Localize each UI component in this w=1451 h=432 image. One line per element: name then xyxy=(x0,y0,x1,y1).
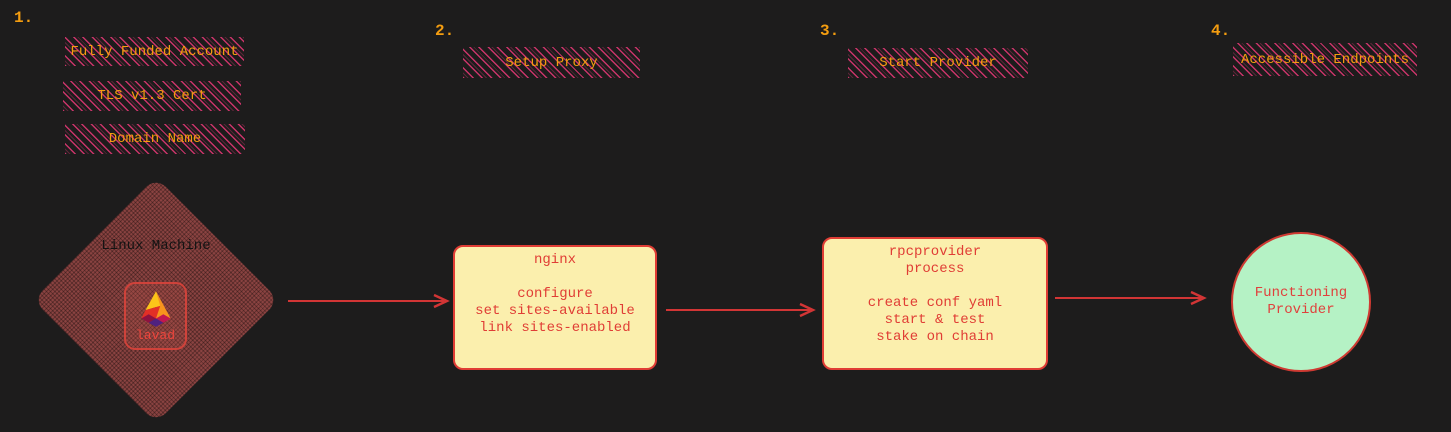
arrow-linux-to-nginx xyxy=(288,293,450,309)
lavad-label: lavad xyxy=(135,328,175,343)
step-1-number: 1. xyxy=(14,9,34,27)
nginx-node: nginx configure set sites-available link… xyxy=(453,245,657,370)
label-text: Setup Proxy xyxy=(505,54,598,71)
node-line: set sites-available xyxy=(475,303,635,319)
node-line xyxy=(824,278,1046,295)
node-line: configure xyxy=(517,286,593,302)
node-line: process xyxy=(905,261,965,277)
functioning-provider-node: Functioning Provider xyxy=(1231,232,1371,372)
label-text: Start Provider xyxy=(879,55,997,71)
label-text: TLS v1.3 Cert xyxy=(97,88,207,104)
label-domain-name: Domain Name xyxy=(65,124,245,154)
linux-machine-title: Linux Machine xyxy=(101,238,211,254)
label-setup-proxy: Setup Proxy xyxy=(463,47,640,78)
label-start-provider: Start Provider xyxy=(848,48,1028,78)
node-line: Functioning xyxy=(1254,285,1348,301)
step-3-number: 3. xyxy=(820,22,840,40)
node-line: nginx xyxy=(533,252,576,268)
lavad-logo: lavad xyxy=(124,282,187,350)
node-line: link sites-enabled xyxy=(479,320,631,336)
node-line xyxy=(455,269,655,286)
label-text: Fully Funded Account xyxy=(70,43,239,60)
node-line: rpcprovider xyxy=(888,244,982,260)
step-2-number: 2. xyxy=(435,22,455,40)
label-accessible-endpoints: Accessible Endpoints xyxy=(1233,43,1417,76)
node-line: Provider xyxy=(1267,302,1335,318)
step-4-number: 4. xyxy=(1211,22,1231,40)
arrow-nginx-to-rpcprovider xyxy=(666,302,816,318)
lava-pyramid-icon xyxy=(140,291,171,327)
node-line: start & test xyxy=(884,312,986,328)
label-fully-funded-account: Fully Funded Account xyxy=(65,37,244,66)
label-tls-cert: TLS v1.3 Cert xyxy=(63,81,241,111)
node-line: stake on chain xyxy=(876,329,994,345)
label-text: Accessible Endpoints xyxy=(1240,51,1410,68)
arrow-rpcprovider-to-provider xyxy=(1055,290,1207,306)
node-line: create conf yaml xyxy=(867,295,1003,311)
label-text: Domain Name xyxy=(108,131,202,147)
rpcprovider-node: rpcprovider process create conf yaml sta… xyxy=(822,237,1048,370)
